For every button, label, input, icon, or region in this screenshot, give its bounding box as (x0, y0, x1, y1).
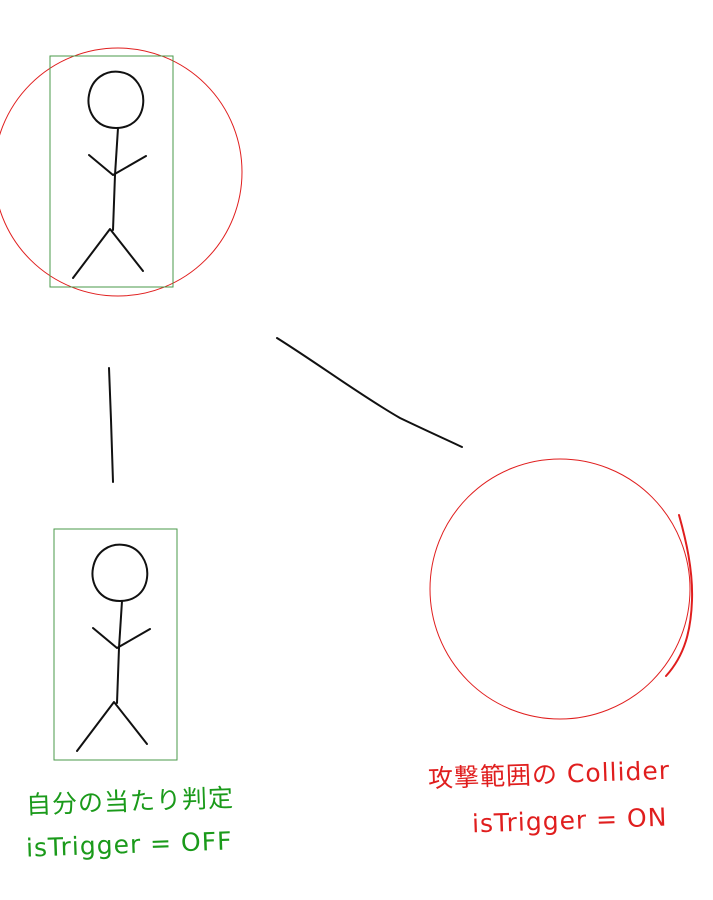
stick-figure-top-body (112, 127, 119, 231)
stick-figure-bottom-legs (76, 701, 148, 752)
stick-figure-bottom-head (91, 543, 149, 602)
connector-line-vertical (108, 367, 114, 483)
stick-figure-top-head (87, 70, 145, 129)
attack-range-highlight-arc (665, 514, 694, 677)
attack-range-circle-top (0, 47, 243, 297)
attack-range-circle-bottom (429, 458, 691, 720)
stick-figure-bottom (76, 543, 151, 752)
stick-figure-top-arms (88, 154, 147, 176)
stick-figure-bottom-arms (92, 627, 151, 649)
hitbox-rect-bottom (53, 528, 178, 761)
connector-line-diagonal (276, 337, 463, 448)
stick-figure-top (72, 70, 147, 279)
stick-figure-bottom-body (116, 600, 123, 704)
hitbox-rect-top (49, 55, 174, 288)
stick-figure-top-legs (72, 228, 144, 279)
